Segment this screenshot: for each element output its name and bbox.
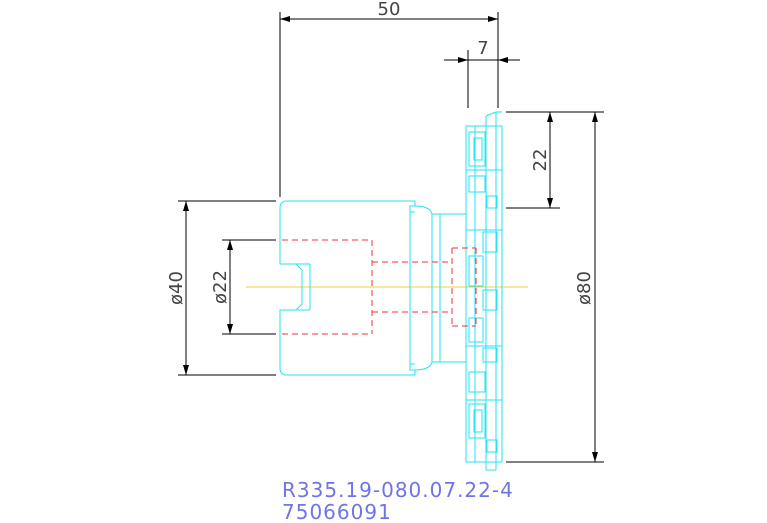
dimension-bore-diameter: ø22	[210, 239, 276, 335]
neck-outline	[414, 205, 467, 371]
shank-outline	[279, 200, 416, 376]
dimension-cutter-diameter: ø80	[506, 111, 604, 463]
dimension-overall-length: 50	[279, 0, 499, 197]
part-number-label: R335.19-080.07.22-4	[282, 478, 514, 502]
dimension-50-label: 50	[378, 0, 401, 20]
dimension-22-label: 22	[530, 149, 551, 172]
dimension-7-label: 7	[477, 38, 488, 59]
dimension-d40-label: ø40	[166, 271, 187, 305]
cutter-head-outline	[465, 111, 503, 471]
dimension-flange-thickness: 7	[444, 38, 520, 108]
dimension-d80-label: ø80	[574, 271, 595, 305]
dimension-d22-label: ø22	[210, 270, 231, 304]
hidden-bore-lines	[282, 239, 477, 335]
dimension-slot-pitch: 22	[506, 111, 560, 209]
item-code-label: 75066091	[282, 500, 392, 523]
dimension-shank-diameter: ø40	[166, 200, 276, 376]
